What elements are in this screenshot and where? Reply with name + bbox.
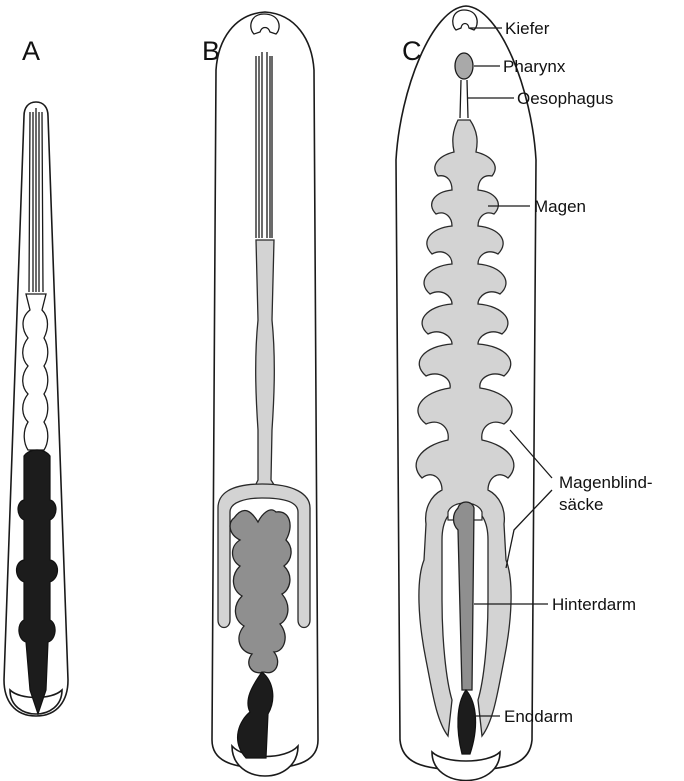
panel-c-pharynx <box>455 53 473 79</box>
panel-c: C Kiefer Pharynx Oesophagus Magen Magenb… <box>396 6 653 781</box>
label-enddarm: Enddarm <box>504 707 573 726</box>
panel-a: A <box>4 36 68 716</box>
label-magenblind-line2: säcke <box>559 495 603 514</box>
label-hinterdarm: Hinterdarm <box>552 595 636 614</box>
label-kiefer: Kiefer <box>505 19 550 38</box>
label-magenblind-line1: Magenblind- <box>559 473 653 492</box>
panel-letter-a: A <box>22 36 40 66</box>
label-oesophagus: Oesophagus <box>517 89 613 108</box>
label-magen: Magen <box>534 197 586 216</box>
panel-b: B <box>202 12 318 776</box>
label-pharynx: Pharynx <box>503 57 566 76</box>
